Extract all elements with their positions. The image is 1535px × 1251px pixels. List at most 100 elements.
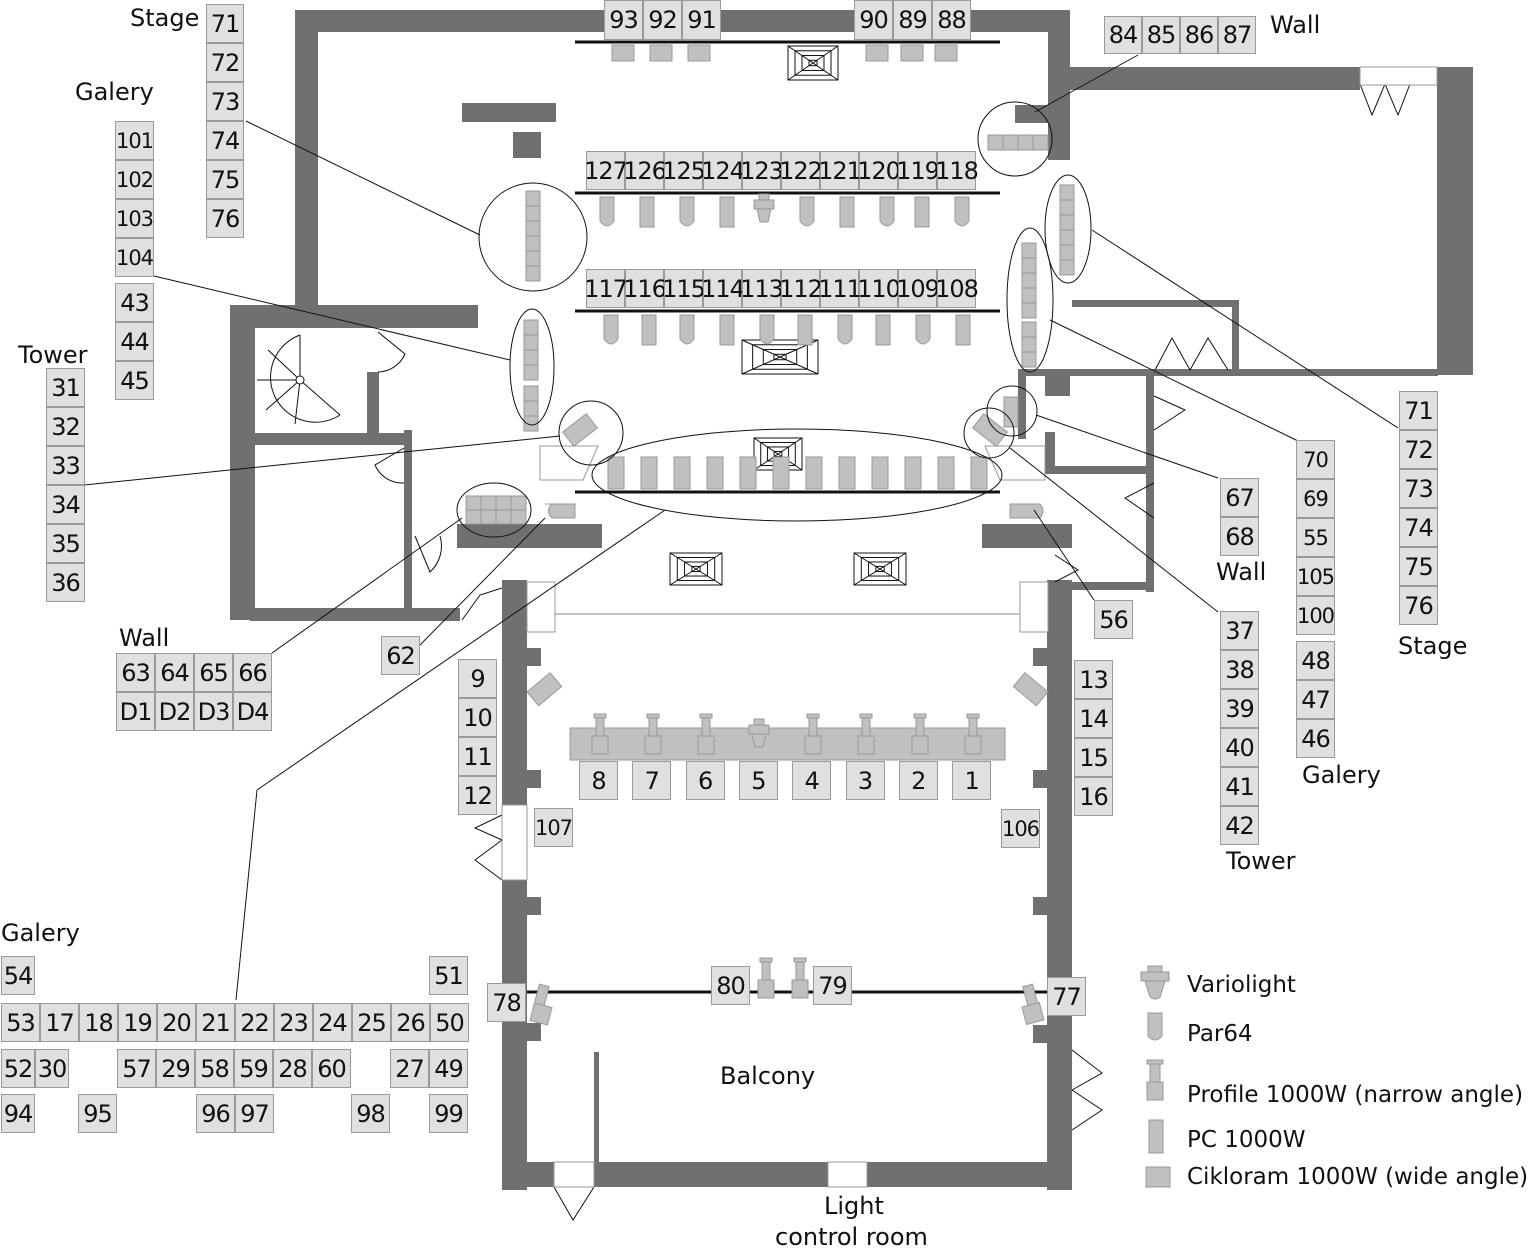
pc-fixture (640, 456, 658, 490)
label-galery-bottom: Galery (1, 919, 80, 947)
cikloram-fixture (525, 190, 541, 207)
channel-box: 18 (79, 1003, 118, 1042)
variolight-fixture (756, 208, 772, 223)
channel-box: 26 (391, 1003, 430, 1042)
pc-fixture (839, 196, 855, 228)
channel-box: 24 (313, 1003, 352, 1042)
profile-fixture (913, 713, 927, 719)
cikloram-fixture (523, 349, 539, 366)
channel-box: 113 (740, 269, 784, 308)
channel-box: 22 (235, 1003, 274, 1042)
doors (374, 82, 1411, 1221)
channel-box: 89 (893, 0, 932, 40)
channel-box: 37 (1220, 611, 1259, 650)
cikloram-fixture (510, 495, 527, 511)
profile-fixture (529, 1002, 553, 1026)
label-stage-left: Stage (130, 4, 200, 32)
legend-pc: PC 1000W (1187, 1127, 1306, 1153)
cikloram-fixture (1002, 134, 1019, 151)
legend-par64: Par64 (1187, 1021, 1253, 1047)
channel-box: 102 (115, 160, 154, 199)
legend-variolight: Variolight (1187, 972, 1296, 998)
cikloram-fixture (480, 495, 497, 511)
channel-box: 60 (312, 1049, 351, 1088)
pc-fixture (937, 456, 955, 490)
channel-box: 33 (46, 446, 85, 485)
channel-box: 27 (390, 1049, 429, 1088)
par64-fixture (759, 314, 775, 345)
channel-box: 70 (1296, 440, 1335, 479)
channel-box: 116 (623, 269, 667, 308)
channel-box: 56 (1094, 600, 1133, 639)
channel-box: 78 (487, 983, 526, 1022)
channel-box: 40 (1220, 728, 1259, 767)
channel-box: 41 (1220, 767, 1259, 806)
channel-box: 42 (1220, 806, 1259, 845)
cikloram-fixture (934, 44, 958, 62)
channel-box: 117 (584, 269, 628, 308)
channel-box: 17 (40, 1003, 79, 1042)
channel-box: 79 (813, 966, 852, 1005)
profile-fixture (911, 735, 929, 755)
pc-fixture (719, 314, 735, 346)
pc-fixture (970, 456, 988, 490)
profile-fixture (759, 957, 773, 963)
channel-box: 44 (115, 322, 154, 361)
channel-box: 126 (623, 151, 667, 190)
channel-box: 96 (196, 1094, 235, 1133)
variolight-icon (1140, 965, 1170, 1000)
profile-fixture (646, 713, 660, 719)
channel-box: 4 (792, 761, 832, 800)
channel-box: 105 (1296, 557, 1335, 596)
par64-fixture (603, 314, 619, 345)
profile-fixture (793, 957, 807, 963)
channel-box: 107 (534, 808, 573, 847)
channel-box: 68 (1220, 517, 1259, 556)
channel-box: D2 (155, 692, 194, 731)
channel-box: 49 (429, 1049, 468, 1088)
leader-lines (83, 54, 1399, 1001)
variolight-fixture (751, 733, 767, 748)
par64-fixture (915, 314, 931, 345)
cikloram-fixture (1021, 242, 1037, 259)
cikloram-icon (1145, 1166, 1171, 1188)
cikloram-fixture (525, 205, 541, 222)
channel-box: 63 (116, 653, 155, 692)
channel-box: 64 (155, 653, 194, 692)
channel-box: 97 (235, 1094, 274, 1133)
channel-box: 9 (458, 659, 497, 698)
label-tower-left: Tower (18, 341, 88, 369)
cikloram-fixture (465, 509, 482, 525)
cikloram-fixture (1021, 272, 1037, 289)
variolight-fixture (758, 193, 770, 201)
channel-box: 39 (1220, 689, 1259, 728)
channel-box: 62 (381, 636, 420, 675)
channel-box: 124 (701, 151, 745, 190)
label-wall-left: Wall (119, 624, 170, 652)
label-galery-right: Galery (1302, 761, 1381, 789)
channel-box: 7 (632, 761, 672, 800)
channel-box: 69 (1296, 479, 1335, 518)
channel-box: 73 (206, 82, 244, 121)
channel-box: 90 (854, 0, 893, 40)
profile-fixture (699, 713, 713, 719)
cikloram-fixture (1003, 396, 1019, 428)
pc-fixture (797, 314, 813, 346)
channel-box: 35 (46, 524, 85, 563)
channel-box: 98 (351, 1094, 390, 1133)
pc-fixture (805, 456, 823, 490)
pc-fixture (673, 456, 691, 490)
channel-box: 88 (932, 0, 971, 40)
lighting-pipes (527, 40, 1047, 994)
channel-box: 59 (234, 1049, 273, 1088)
cikloram-fixture (523, 364, 539, 381)
channel-box: 75 (1399, 547, 1438, 586)
cikloram-fixture (523, 334, 539, 351)
cikloram-fixture (465, 495, 482, 511)
pc-fixture (639, 196, 655, 228)
cikloram-fixture (1021, 287, 1037, 304)
profile-fixture (697, 735, 715, 755)
label-balcony: Balcony (720, 1062, 816, 1090)
channel-box: 10 (458, 698, 497, 737)
channel-box: 38 (1220, 650, 1259, 689)
